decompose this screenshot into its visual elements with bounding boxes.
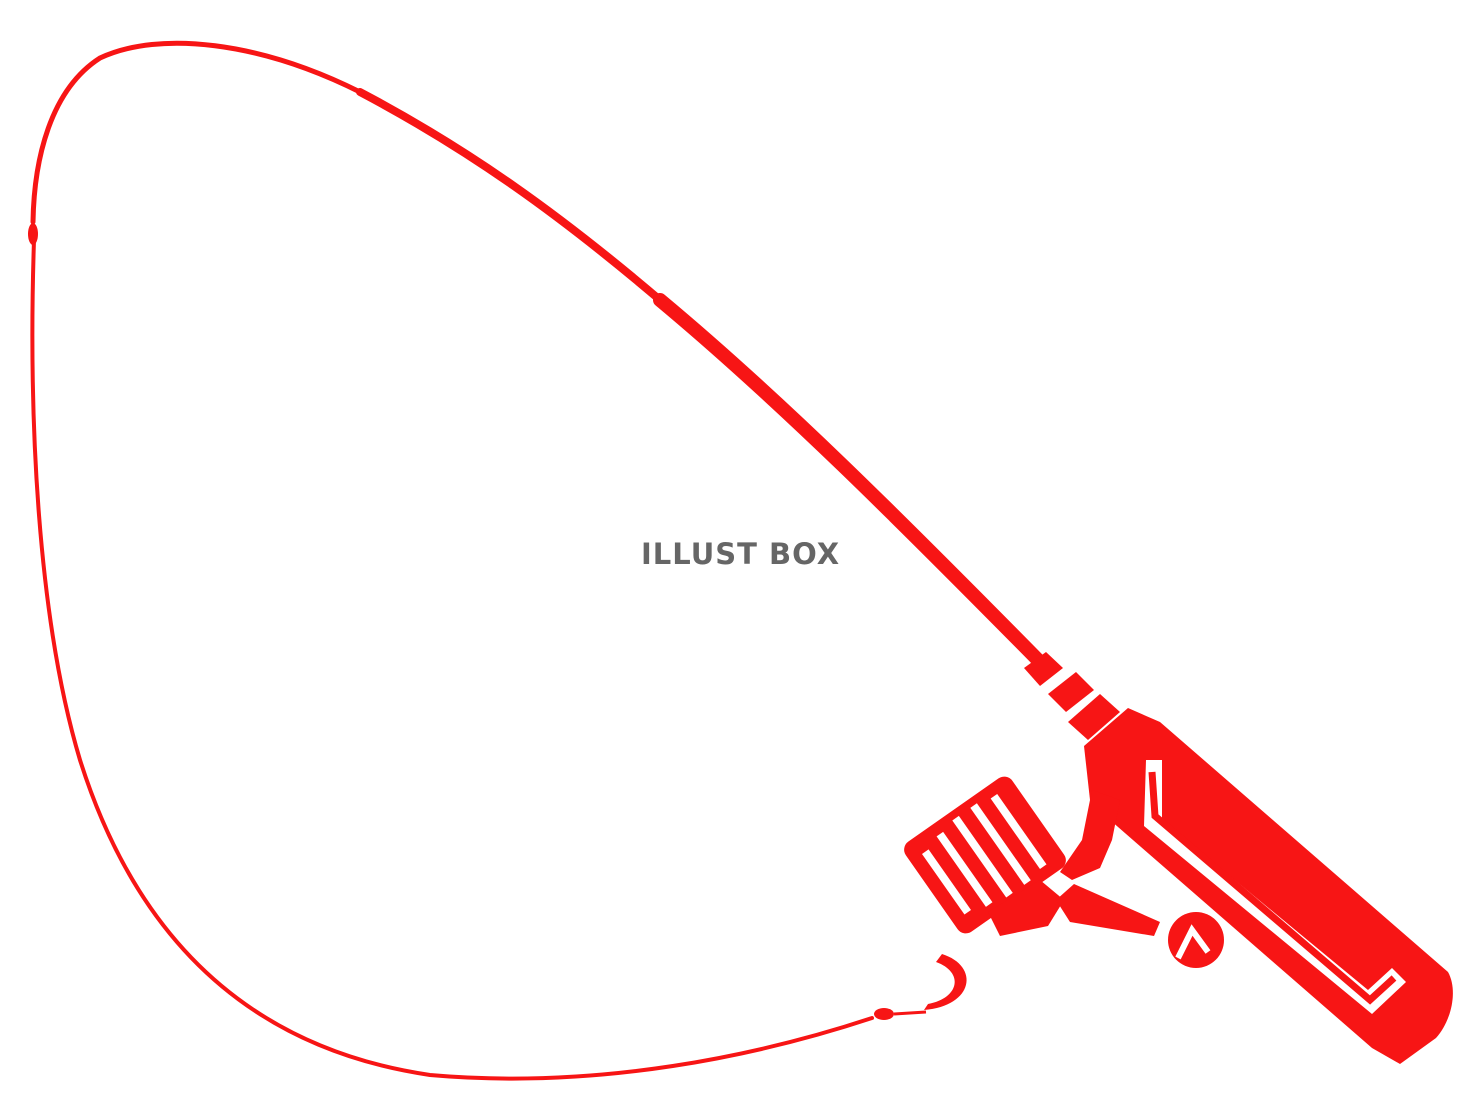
line-roller xyxy=(924,954,967,1010)
rod-handle xyxy=(1084,708,1453,1064)
rod-blank-tip xyxy=(30,40,363,225)
reel-bail-arm xyxy=(1056,884,1160,936)
handle-groove-inner xyxy=(1148,771,1397,1005)
lure-icon xyxy=(874,1008,894,1020)
reel-knob-mark xyxy=(1175,924,1211,960)
watermark-text: ILLUST BOX xyxy=(641,537,841,571)
ferrule-ring-2 xyxy=(1048,672,1094,712)
rod-blank-lower xyxy=(653,293,1045,667)
line-end xyxy=(893,1010,927,1016)
reel-spool xyxy=(904,776,1066,934)
fishing-line xyxy=(30,238,874,1081)
ferrule-ring-1 xyxy=(1024,652,1063,686)
rod-blank-mid xyxy=(356,88,664,304)
reel-foot xyxy=(1060,790,1120,880)
reel-rotor xyxy=(988,880,1064,936)
ferrule-ring-3 xyxy=(1068,694,1120,740)
tip-guide-icon xyxy=(28,223,38,245)
